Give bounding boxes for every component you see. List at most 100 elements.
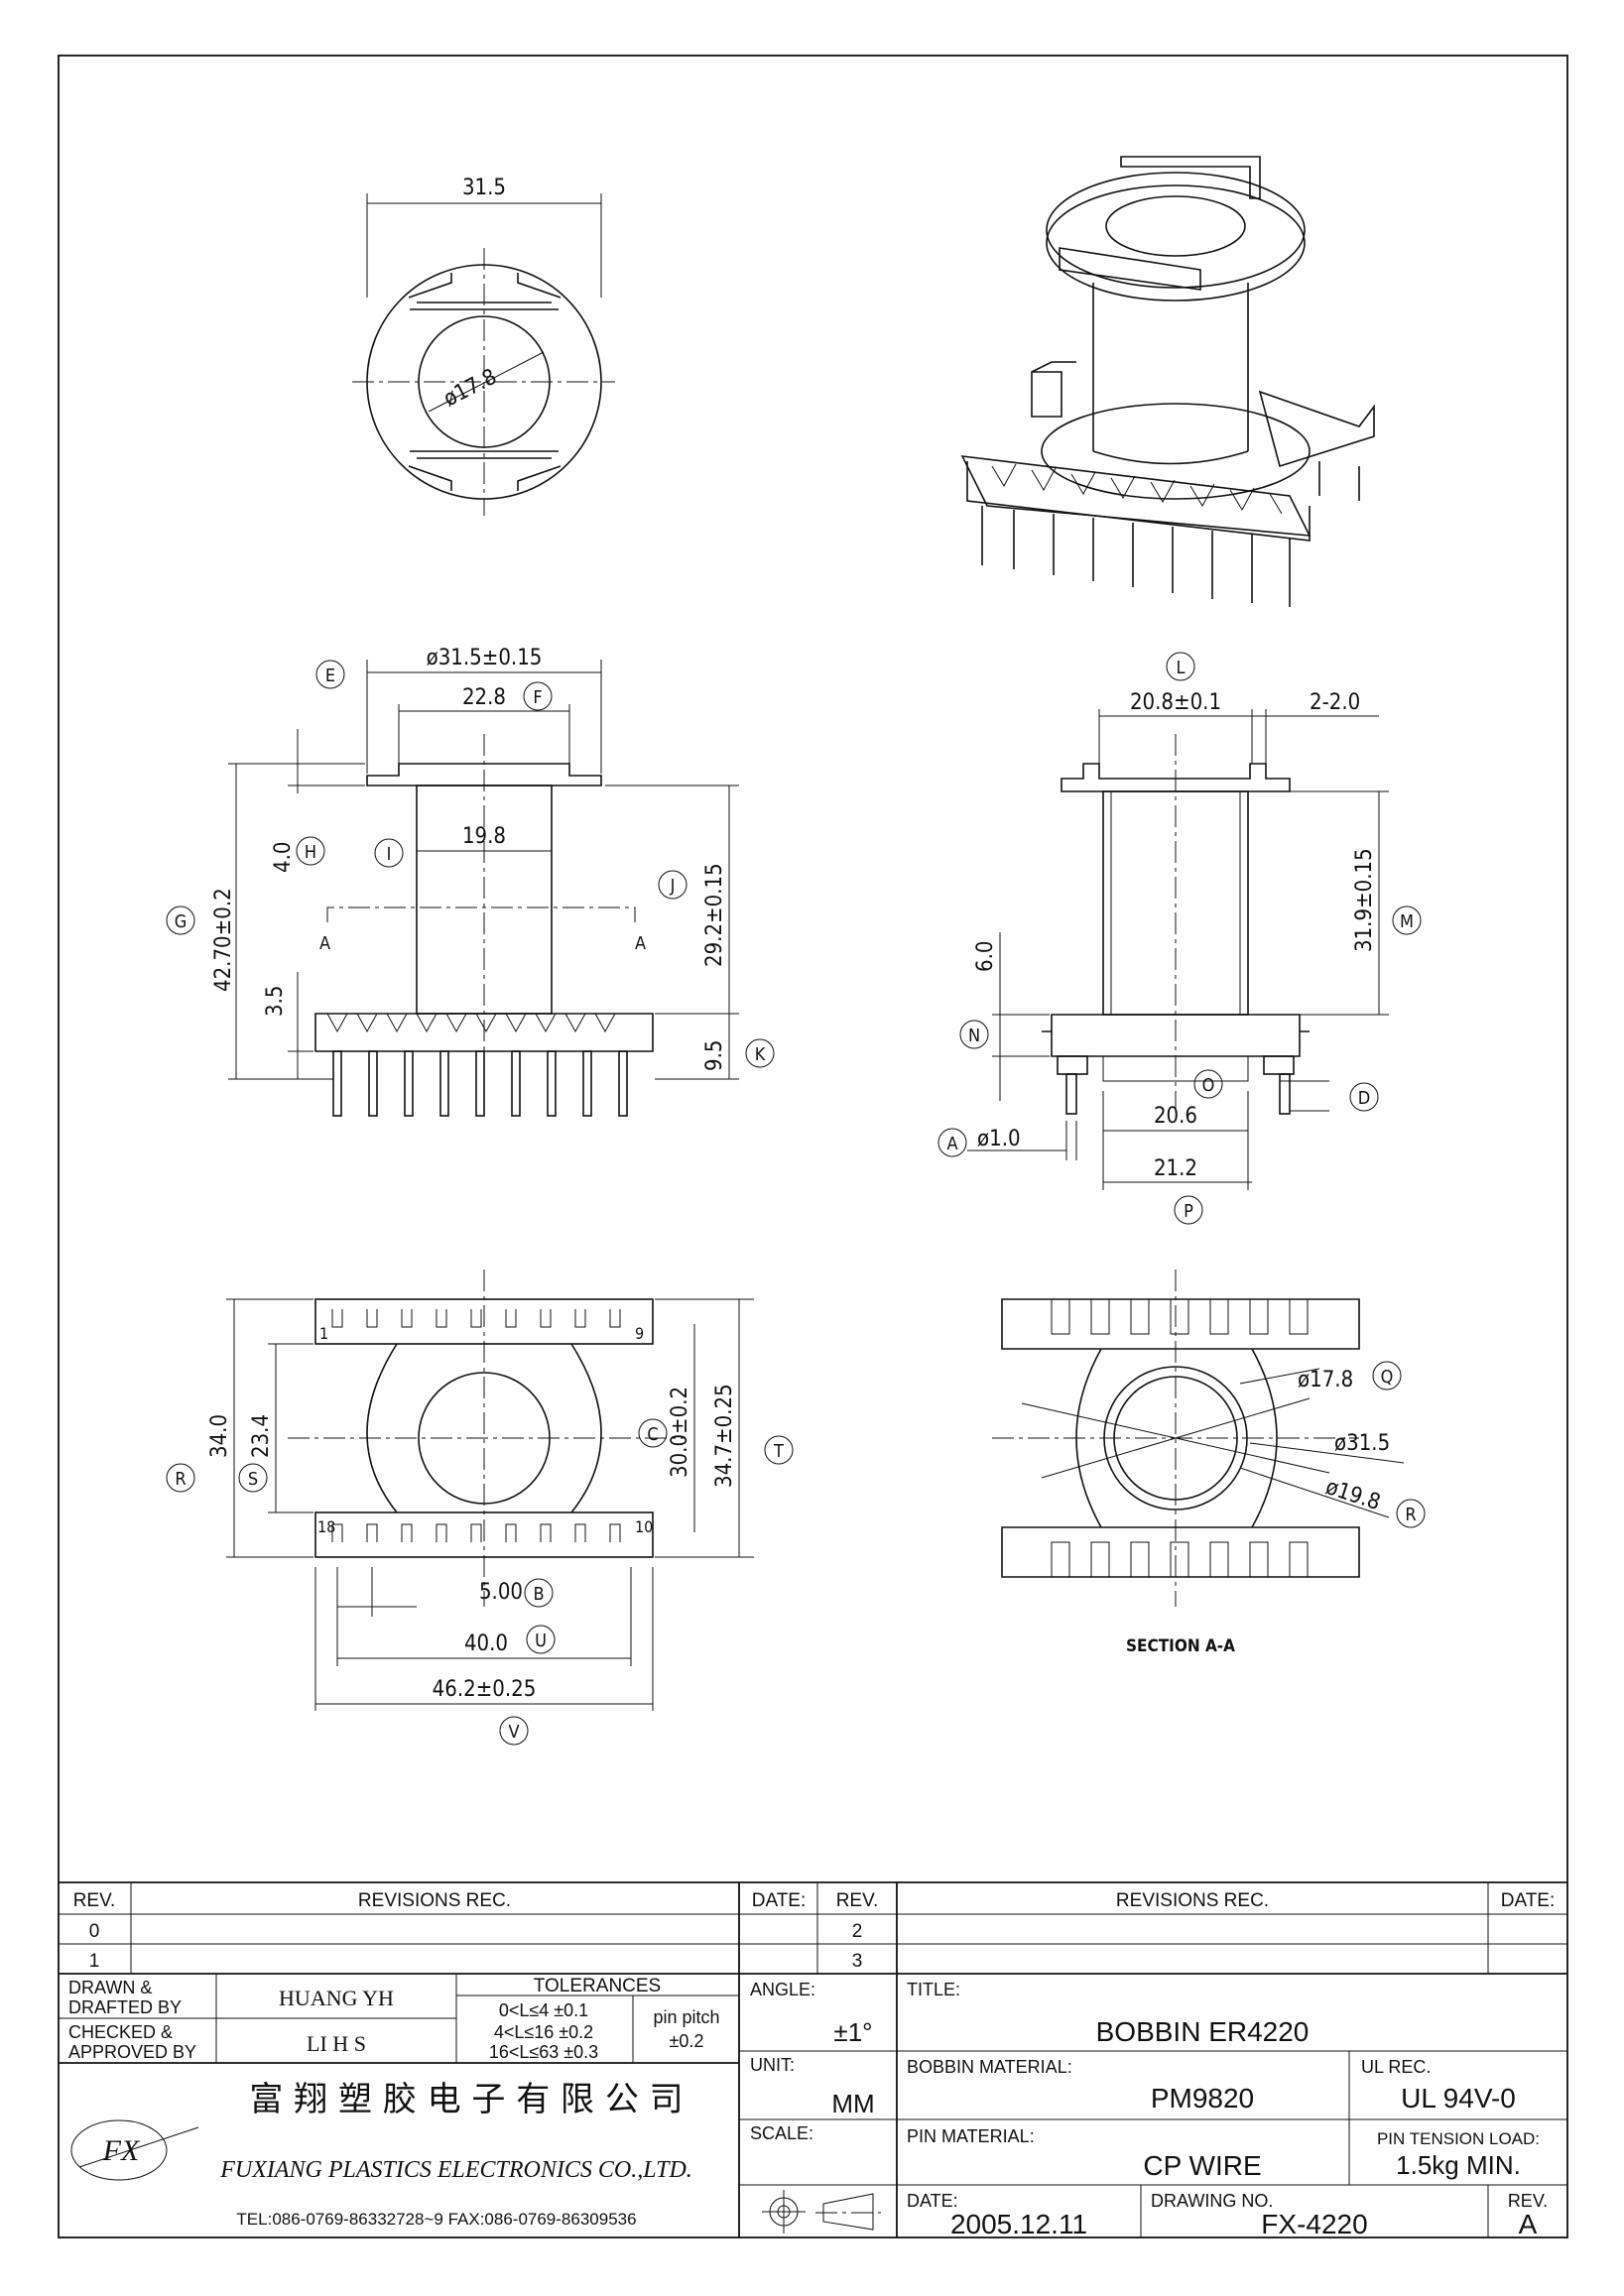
sheet-border: [58, 55, 1568, 2238]
dim-section-inner: ø17.8: [1298, 1368, 1353, 1392]
svg-text:G: G: [175, 911, 187, 932]
svg-text:M: M: [1400, 911, 1414, 932]
callout-p: P: [1174, 1195, 1203, 1225]
dim-front-base: 9.5: [702, 1040, 727, 1071]
svg-text:P: P: [1184, 1201, 1193, 1222]
dim-side-inner: 20.6: [1154, 1104, 1197, 1129]
top-view: 31.5 ø17.8: [352, 176, 615, 516]
callout-h: H: [296, 836, 325, 866]
svg-text:J: J: [670, 876, 676, 897]
svg-text:O: O: [1202, 1075, 1215, 1096]
dim-front-top: 22.8: [462, 685, 506, 710]
section-view: ø17.8 ø31.5 ø19.8 SECTION A-A: [992, 1269, 1405, 1656]
svg-text:D: D: [1358, 1088, 1370, 1109]
angle-value: ±1°: [833, 2017, 872, 2047]
tolerances-label: TOLERANCES: [534, 1976, 661, 1996]
rev-row-2: 2: [852, 1921, 863, 1942]
dim-top-outer: 31.5: [462, 176, 506, 200]
svg-text:F: F: [533, 687, 542, 708]
dim-bottom-h2: 23.4: [249, 1414, 274, 1458]
callout-i: I: [374, 838, 404, 868]
callout-s: S: [238, 1463, 268, 1493]
isometric-view: [960, 156, 1375, 607]
callouts: E F G H I J K L M N O D A P R S C T B U …: [166, 652, 1426, 1746]
section-caption: SECTION A-A: [1126, 1636, 1235, 1656]
callout-r-right: R: [1396, 1499, 1426, 1528]
company-name-cn: 富 翔 塑 胶 电 子 有 限 公 司: [249, 2080, 683, 2119]
callout-v: V: [499, 1716, 529, 1746]
pin-9-label: 9: [635, 1324, 644, 1343]
dim-bottom-pitch: 5.00: [479, 1580, 523, 1605]
svg-text:U: U: [535, 1631, 547, 1651]
pin-tension-value: 1.5kg MIN.: [1396, 2150, 1521, 2180]
checked-value: LI H S: [307, 2031, 366, 2056]
side-view: 20.8±0.1 2-2.0 31.9±0.15 6.0 ø1.0 20.6 2…: [967, 690, 1389, 1190]
svg-text:L: L: [1176, 658, 1185, 678]
dim-front-pin-h: 3.5: [263, 986, 288, 1017]
svg-text:B: B: [533, 1584, 544, 1605]
callout-b: B: [524, 1578, 554, 1608]
dim-side-slot: 2-2.0: [1310, 690, 1360, 715]
tol-row-2: 4<L≤16 ±0.2: [494, 2022, 593, 2042]
callout-e: E: [315, 660, 345, 689]
projection-symbol: [762, 2190, 881, 2234]
tol-row-3: 16<L≤63 ±0.3: [489, 2042, 598, 2062]
dim-bottom-h1: 34.0: [207, 1414, 232, 1458]
drawing-no-value: FX-4220: [1261, 2209, 1367, 2239]
title-block: REV. REVISIONS REC. DATE: REV. REVISIONS…: [59, 1881, 1567, 2239]
svg-text:H: H: [305, 842, 316, 863]
dim-top-inner: ø17.8: [439, 365, 500, 413]
callout-j: J: [658, 870, 687, 900]
callout-l: L: [1166, 652, 1195, 681]
logo-text: FX: [102, 2134, 141, 2167]
title-value: BOBBIN ER4220: [1096, 2016, 1310, 2047]
svg-text:E: E: [325, 665, 335, 686]
bobbin-material-label: BOBBIN MATERIAL:: [907, 2057, 1072, 2077]
company-contact: TEL:086-0769-86332728~9 FAX:086-0769-863…: [236, 2210, 636, 2229]
callout-n: N: [959, 1020, 989, 1049]
checked-label-2: APPROVED BY: [68, 2042, 196, 2062]
pin-material-value: CP WIRE: [1143, 2150, 1261, 2181]
callout-c: C: [638, 1418, 668, 1448]
scale-label: SCALE:: [750, 2123, 813, 2143]
svg-text:R: R: [1405, 1505, 1416, 1525]
rev-header-left: REV.: [73, 1890, 116, 1911]
date-header-left: DATE:: [752, 1890, 807, 1911]
svg-text:S: S: [248, 1469, 258, 1490]
svg-text:K: K: [755, 1044, 766, 1065]
dim-side-top: 20.8±0.1: [1130, 690, 1221, 715]
section-mark-right: A: [635, 933, 646, 954]
drawn-value: HUANG YH: [279, 1986, 394, 2010]
ul-value: UL 94V-0: [1401, 2083, 1516, 2114]
svg-text:N: N: [968, 1026, 980, 1046]
front-view: A A ø31.5±0.15 22.8 19.8 42.70±0.2 4.0 3…: [211, 646, 739, 1117]
unit-value: MM: [831, 2089, 874, 2118]
svg-text:V: V: [508, 1722, 519, 1743]
date-header-right: DATE:: [1501, 1890, 1556, 1911]
callout-u: U: [526, 1625, 556, 1654]
svg-text:T: T: [773, 1441, 784, 1462]
dim-front-flange-h: 4.0: [271, 842, 296, 873]
pin-18-label: 18: [317, 1517, 335, 1536]
tol-row-1: 0<L≤4 ±0.1: [499, 2000, 588, 2020]
svg-text:C: C: [647, 1424, 658, 1445]
pin-material-label: PIN MATERIAL:: [907, 2126, 1035, 2146]
dim-bottom-span: 40.0: [464, 1631, 508, 1656]
callout-r-left: R: [166, 1463, 195, 1493]
dim-front-winding: 29.2±0.15: [702, 863, 727, 967]
angle-label: ANGLE:: [750, 1980, 815, 1999]
callout-g: G: [166, 906, 195, 935]
company-name-en: FUXIANG PLASTICS ELECTRONICS CO.,LTD.: [219, 2157, 692, 2183]
section-mark-left: A: [319, 933, 330, 954]
callout-t: T: [764, 1435, 794, 1465]
date-label: DATE:: [907, 2191, 958, 2211]
rev-row-3: 3: [852, 1951, 863, 1972]
revisions-header-left: REVISIONS REC.: [358, 1890, 511, 1911]
title-label: TITLE:: [907, 1980, 960, 1999]
drawing-no-label: DRAWING NO.: [1151, 2191, 1273, 2211]
callout-o: O: [1193, 1069, 1223, 1099]
ul-label: UL REC.: [1361, 2057, 1431, 2077]
dim-bottom-width: 46.2±0.25: [433, 1677, 537, 1702]
drawn-label-2: DRAFTED BY: [68, 1997, 182, 2017]
bobbin-material-value: PM9820: [1151, 2083, 1254, 2114]
